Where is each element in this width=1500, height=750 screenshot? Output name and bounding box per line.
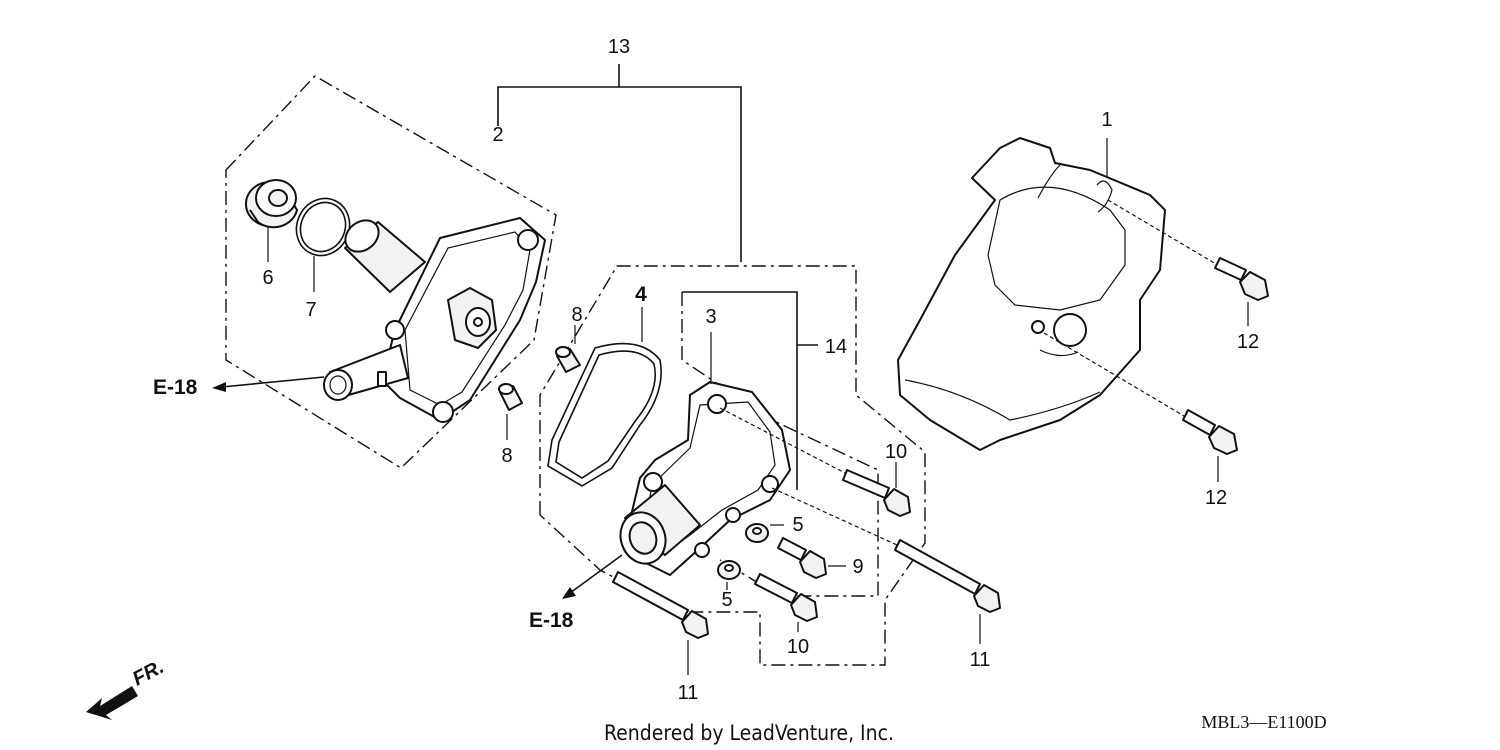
callout-5-upper: 5 [792, 514, 803, 536]
e18-reference-arrow [562, 554, 623, 599]
e18-reference-arrow [212, 376, 325, 392]
callout-11-left: 11 [678, 682, 699, 704]
flange-bolt-part [1043, 332, 1238, 482]
callout-6: 6 [262, 267, 273, 289]
long-bolt-part [771, 487, 1001, 644]
flange-bolt-part [719, 407, 911, 517]
callout-10-upper: 10 [885, 441, 907, 463]
flange-bolt-part [1107, 199, 1269, 326]
callout-11-right: 11 [970, 649, 991, 671]
reference-e18-left: E-18 [153, 376, 198, 399]
gasket-part [547, 307, 662, 487]
sealing-washer-part [717, 560, 741, 590]
callout-12-upper: 12 [1237, 331, 1259, 353]
callout-10-lower: 10 [787, 636, 809, 658]
callout-13: 13 [608, 36, 630, 58]
diagram-code: MBL3—E1100D [1201, 712, 1326, 732]
flange-bolt-part [754, 573, 818, 632]
oil-seal-part [245, 179, 298, 262]
callout-14: 14 [825, 336, 847, 358]
flange-bolt-part [777, 537, 846, 579]
callout-5-lower: 5 [721, 589, 732, 611]
sealing-washer-part [745, 523, 784, 543]
callout-12-lower: 12 [1205, 487, 1227, 509]
reference-e18-bottom: E-18 [529, 609, 574, 632]
bracket-14 [682, 291, 818, 490]
render-credit: Rendered by LeadVenture, Inc. [604, 721, 894, 745]
dowel-pin-part [498, 383, 523, 440]
long-bolt-part [612, 571, 709, 675]
side-cover-part [897, 137, 1166, 451]
callout-4: 4 [635, 283, 647, 306]
pump-cover-part [619, 332, 791, 576]
callout-2: 2 [492, 124, 503, 146]
dowel-pin-part [555, 325, 581, 373]
callout-3: 3 [705, 306, 716, 328]
pump-body-group-outline [225, 75, 557, 469]
pump-body-part [323, 217, 546, 423]
bracket-13 [497, 64, 742, 262]
callout-7: 7 [305, 299, 316, 321]
front-direction-label: FR. [129, 656, 168, 691]
callout-8-lower: 8 [501, 445, 512, 467]
callout-9: 9 [852, 556, 863, 578]
callout-8-upper: 8 [571, 304, 582, 326]
front-direction-arrow [86, 686, 138, 720]
callout-1: 1 [1101, 109, 1112, 131]
